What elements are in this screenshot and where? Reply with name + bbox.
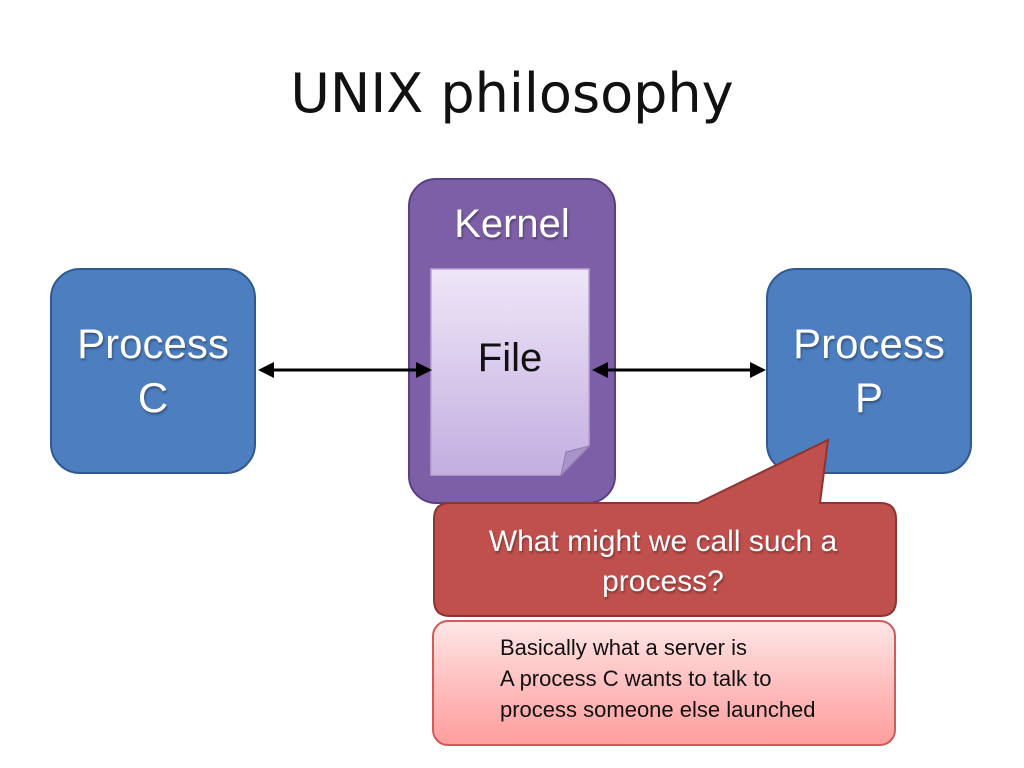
arrowhead-left-icon: [592, 362, 608, 378]
answer-box: [432, 620, 896, 746]
arrowhead-left-icon: [258, 362, 274, 378]
answer-line-1: Basically what a server is: [500, 632, 880, 663]
arrowhead-right-icon: [416, 362, 432, 378]
process-p-box: Process P: [766, 268, 972, 474]
arrowhead-right-icon: [750, 362, 766, 378]
answer-text: Basically what a server is A process C w…: [500, 632, 880, 725]
process-p-label: Process P: [793, 320, 945, 421]
answer-line-2: A process C wants to talk to: [500, 666, 772, 691]
process-c-box: Process C: [50, 268, 256, 474]
answer-line-1-suffix: is: [724, 635, 747, 660]
callout-question: What might we call such a process?: [488, 525, 838, 598]
slide-title: UNIX philosophy: [290, 62, 734, 125]
answer-line-3: process someone else launched: [500, 697, 816, 722]
answer-line-1-prefix: Basically what a: [500, 635, 664, 660]
file-document-icon: [430, 268, 590, 476]
process-c-label: Process C: [77, 320, 229, 421]
file-label: File: [477, 336, 543, 380]
answer-keyword-server: server: [663, 635, 725, 660]
kernel-label: Kernel: [454, 202, 570, 246]
